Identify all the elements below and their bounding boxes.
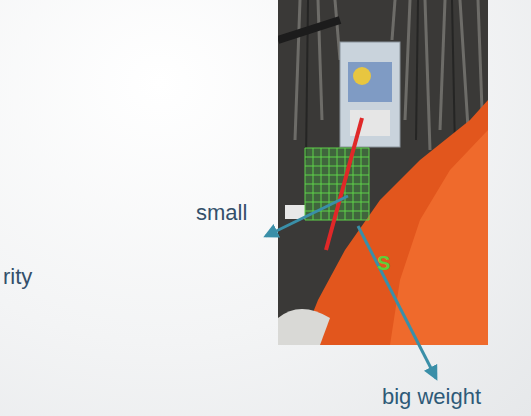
callout-label: small xyxy=(196,201,247,225)
body-text: rity xyxy=(3,265,32,289)
pointer-arrow xyxy=(266,196,348,236)
callout-label: big weight xyxy=(382,385,481,409)
photo xyxy=(278,0,488,345)
edge-line xyxy=(326,118,362,250)
pointer-arrow xyxy=(358,226,436,378)
image-letter: S xyxy=(377,252,390,274)
